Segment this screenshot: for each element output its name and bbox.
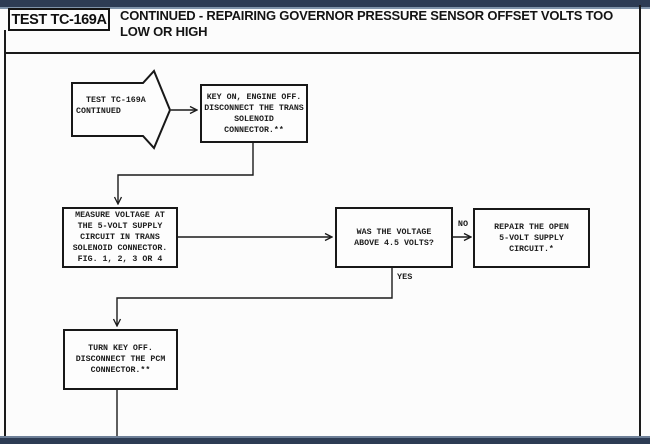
start-arrow-shape bbox=[71, 69, 172, 150]
yes-branch-label: YES bbox=[397, 272, 413, 282]
start-arrow-label: TEST TC-169A CONTINUED bbox=[76, 96, 146, 116]
step-box-measure-voltage: MEASURE VOLTAGE AT THE 5-VOLT SUPPLY CIR… bbox=[62, 207, 178, 268]
step-box-repair-circuit: REPAIR THE OPEN 5-VOLT SUPPLY CIRCUIT.* bbox=[473, 208, 590, 268]
header-divider bbox=[4, 52, 641, 54]
page-border-left bbox=[4, 30, 6, 437]
test-id-text: TEST TC-169A bbox=[11, 11, 107, 28]
page-border-right bbox=[639, 5, 641, 437]
step-box-key-on: KEY ON, ENGINE OFF. DISCONNECT THE TRANS… bbox=[200, 84, 308, 143]
decision-box-voltage-above-4-5: WAS THE VOLTAGE ABOVE 4.5 VOLTS? bbox=[335, 207, 453, 268]
page-title: CONTINUED - REPAIRING GOVERNOR PRESSURE … bbox=[120, 8, 614, 39]
test-id-label: TEST TC-169A bbox=[8, 8, 110, 31]
top-window-bar bbox=[0, 0, 650, 9]
bottom-window-bar bbox=[0, 436, 650, 444]
connector-yes-branch bbox=[117, 268, 393, 325]
no-branch-label: NO bbox=[457, 219, 469, 229]
step-box-turn-key-off: TURN KEY OFF. DISCONNECT THE PCM CONNECT… bbox=[63, 329, 178, 390]
connector-keyon-to-measure bbox=[118, 143, 254, 203]
